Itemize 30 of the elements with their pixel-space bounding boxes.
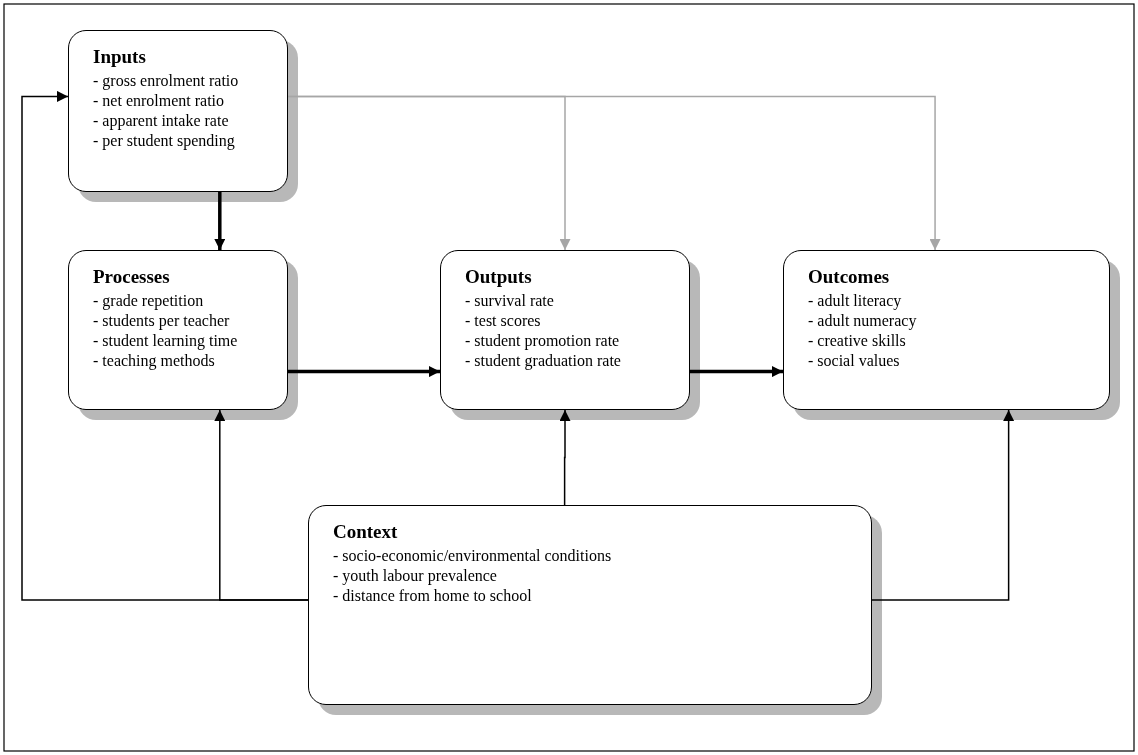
list-item: - survival rate (465, 291, 554, 311)
arrow (690, 366, 783, 378)
list-item: - student graduation rate (465, 351, 621, 371)
box-heading: Outputs (465, 265, 532, 289)
box-heading: Outcomes (808, 265, 890, 289)
list-item: - net enrolment ratio (93, 91, 225, 111)
list-item: - social values (808, 351, 900, 371)
list-item: - per student spending (93, 131, 235, 151)
arrow (214, 192, 226, 250)
list-item: - test scores (465, 311, 541, 331)
list-item: - distance from home to school (333, 586, 532, 606)
list-item: - teaching methods (93, 351, 215, 371)
list-item: - student promotion rate (465, 331, 620, 351)
list-item: - creative skills (808, 331, 906, 351)
list-item: - socio-economic/environmental conditions (333, 546, 612, 566)
list-item: - grade repetition (93, 291, 204, 311)
list-item: - students per teacher (93, 311, 230, 331)
list-item: - adult numeracy (808, 311, 917, 331)
box-heading: Processes (93, 265, 170, 289)
list-item: - youth labour prevalence (333, 566, 497, 586)
arrow (21, 90, 309, 601)
box-heading: Context (333, 520, 398, 544)
list-item: - gross enrolment ratio (93, 71, 239, 91)
list-item: - apparent intake rate (93, 111, 229, 131)
arrow (871, 409, 1015, 601)
arrow (288, 366, 440, 378)
list-item: - student learning time (93, 331, 238, 351)
arrow (559, 409, 571, 506)
box-heading: Inputs (93, 45, 146, 69)
list-item: - adult literacy (808, 291, 902, 311)
